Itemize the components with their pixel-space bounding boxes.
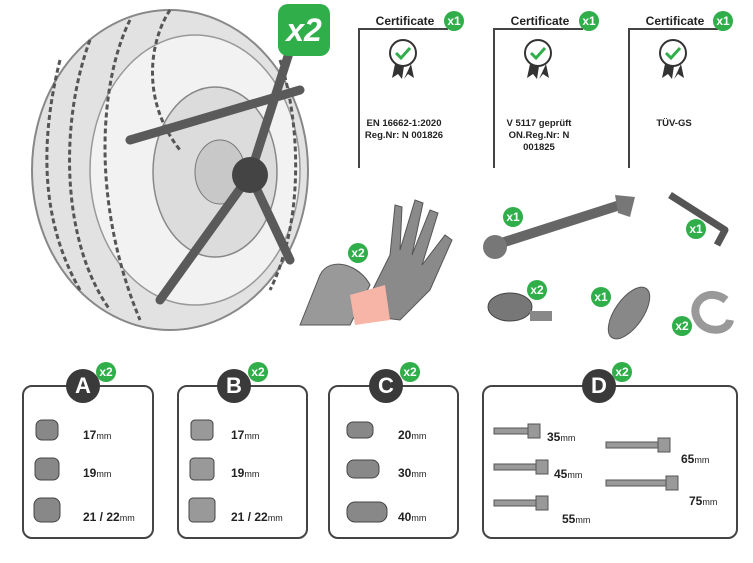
wrench-illustration [483,195,635,259]
panel-b-size-3: 21 / 22mm [231,510,283,524]
main-quantity-badge: x2 [278,4,330,56]
panel-a-letter: A [66,369,100,403]
gloves-qty: x2 [348,243,368,263]
plate-qty: x1 [591,287,611,307]
panel-c-size-1: 20mm [398,428,427,442]
panel-b-size-2: 19mm [231,466,260,480]
certificate-1-line1: EN 16662-1:2020 [366,118,442,129]
tensioner-qty: x2 [527,280,547,300]
panel-b-size-1: 17mm [231,428,260,442]
gloves-illustration [299,199,453,326]
cap-nut-icons [33,419,61,523]
certificate-3-qty: x1 [713,11,733,31]
certificate-2-title: Certificate [510,14,570,28]
panel-c-size-3: 40mm [398,510,427,524]
wrench-qty: x1 [503,207,523,227]
panel-d-letter: D [582,369,616,403]
panel-c-qty: x2 [400,362,420,382]
panel-d-size-3: 55mm [562,512,591,526]
hex-key-qty: x1 [686,219,706,239]
clip-qty: x2 [672,316,692,336]
star-socket-icons [188,419,216,523]
certificate-1-qty: x1 [444,11,464,31]
certificate-3-line1: TÜV-GS [656,118,692,129]
panel-d-size-1: 35mm [547,430,576,444]
award-icon [389,39,417,79]
panel-d-size-4: 65mm [681,452,710,466]
spacer-icons [346,421,388,523]
certificate-1-line2: Reg.Nr: N 001826 [364,130,444,141]
tire-chain-illustration [20,0,320,340]
award-icon [524,39,552,79]
panel-a-qty: x2 [96,362,116,382]
panel-b-letter: B [217,369,251,403]
panel-d-size-2: 45mm [554,467,583,481]
panel-a-size-3: 21 / 22mm [83,510,135,524]
clip-illustration [691,290,734,334]
panel-b-qty: x2 [248,362,268,382]
panel-d [482,385,738,539]
certificate-1-title: Certificate [375,14,435,28]
tensioner-illustration [487,292,552,322]
certificate-2-qty: x1 [579,11,599,31]
certificate-2-line2: ON.Reg.Nr: N 001825 [508,130,570,153]
panel-c-letter: C [369,369,403,403]
panel-d-qty: x2 [612,362,632,382]
plate-illustration [607,286,651,340]
panel-c-size-2: 30mm [398,466,427,480]
bolt-icons [493,423,679,511]
panel-d-size-5: 75mm [689,494,718,508]
panel-a-size-2: 19mm [83,466,112,480]
award-icon [659,39,687,79]
panel-a-size-1: 17mm [83,428,112,442]
certificate-2-line1: V 5117 geprüft [506,118,572,129]
certificate-3-title: Certificate [645,14,705,28]
hex-key-illustration [668,192,729,247]
